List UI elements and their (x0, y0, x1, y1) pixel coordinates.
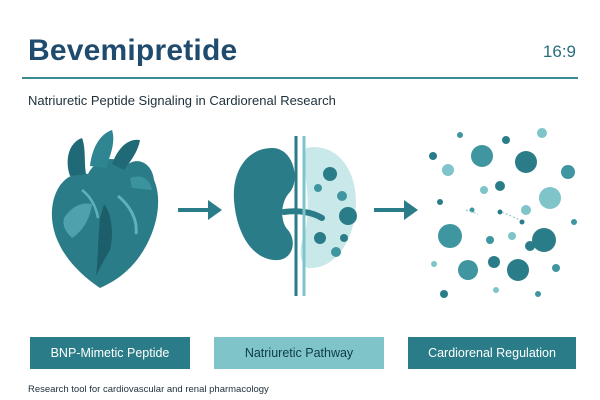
arrow-right-icon (374, 200, 418, 220)
stage-label-peptide: BNP-Mimetic Peptide (30, 337, 190, 369)
stage-label-regulation: Cardiorenal Regulation (408, 337, 576, 369)
heart-icon (51, 130, 159, 288)
stage-label-pathway: Natriuretic Pathway (214, 337, 384, 369)
arrow-right-icon (178, 200, 222, 220)
pathway-illustration (51, 128, 577, 298)
kidney-icon (233, 136, 357, 296)
molecules-icon (429, 128, 577, 298)
header-divider (22, 77, 578, 79)
page-title: Bevemipretide (28, 34, 238, 67)
footer-note: Research tool for cardiovascular and ren… (28, 384, 269, 395)
page-subtitle: Natriuretic Peptide Signaling in Cardior… (28, 93, 336, 108)
aspect-ratio-label: 16:9 (542, 42, 576, 61)
